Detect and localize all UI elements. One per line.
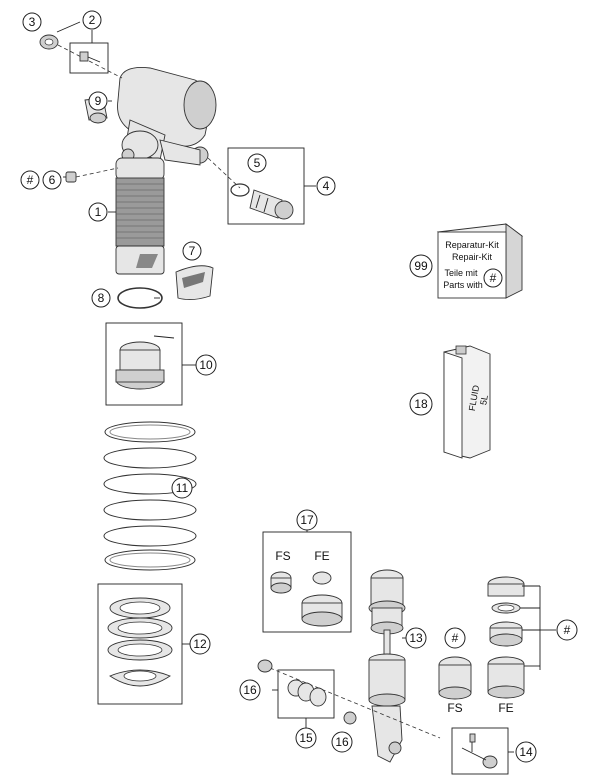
- svg-text:#: #: [564, 623, 571, 637]
- fe-top-label: FE: [314, 549, 329, 563]
- svg-text:11: 11: [176, 481, 189, 495]
- callout-hash-1: #: [20, 170, 40, 190]
- fs-bottom-label: FS: [447, 701, 462, 715]
- svg-text:8: 8: [98, 291, 105, 305]
- callout-15: 15: [295, 727, 317, 749]
- damper-rod-assembly: [368, 569, 406, 763]
- fs-top-cap: [270, 571, 292, 594]
- callout-99: 99: [409, 254, 433, 278]
- callout-10: 10: [195, 354, 217, 376]
- piston-part-5: [249, 189, 294, 220]
- callout-hash-3: #: [444, 627, 466, 649]
- fs-bottom-part: [438, 656, 472, 700]
- svg-text:#: #: [27, 173, 34, 187]
- svg-text:9: 9: [95, 94, 102, 108]
- svg-text:16: 16: [243, 683, 257, 697]
- fe-top-cap: [301, 571, 343, 627]
- svg-text:99: 99: [414, 259, 428, 273]
- callout-3: 3: [22, 12, 42, 32]
- bearing-part-15: [287, 679, 327, 707]
- callout-18: 18: [409, 392, 433, 416]
- fe-bottom-stack: [487, 576, 556, 699]
- callout-16-a: 16: [239, 679, 261, 701]
- cap-part-3: [39, 34, 59, 50]
- fluid-volume: 5L: [478, 394, 490, 406]
- callout-16-b: 16: [331, 731, 353, 753]
- svg-text:4: 4: [323, 179, 330, 193]
- callout-hash-4: #: [556, 619, 578, 641]
- callout-9: 9: [88, 91, 108, 111]
- callout-6: 6: [42, 170, 62, 190]
- callout-2: 2: [82, 10, 102, 30]
- svg-text:6: 6: [49, 173, 56, 187]
- svg-text:5: 5: [254, 156, 261, 170]
- valve-part-2: [69, 42, 109, 74]
- callout-13: 13: [405, 627, 427, 649]
- sticker-part-7: [175, 265, 214, 301]
- svg-text:14: 14: [519, 745, 533, 759]
- svg-text:#: #: [452, 631, 459, 645]
- svg-text:2: 2: [89, 13, 96, 27]
- callout-11: 11: [171, 477, 193, 499]
- callout-7: 7: [182, 241, 202, 261]
- svg-text:18: 18: [414, 397, 428, 411]
- fluid-can: [443, 345, 491, 459]
- svg-text:1: 1: [95, 205, 102, 219]
- kit-text-line4: Parts with: [443, 280, 483, 290]
- spring-part-11: [103, 421, 197, 571]
- callout-12: 12: [189, 633, 211, 655]
- kit-text-line3: Teile mit: [444, 268, 478, 278]
- svg-text:12: 12: [193, 637, 207, 651]
- bolt-part-6: [65, 171, 77, 183]
- svg-text:7: 7: [189, 244, 196, 258]
- callout-1: 1: [88, 202, 108, 222]
- reservoir-assembly: [117, 67, 217, 166]
- svg-text:17: 17: [300, 513, 314, 527]
- svg-text:15: 15: [299, 731, 313, 745]
- svg-text:#: #: [490, 271, 497, 285]
- svg-text:10: 10: [199, 358, 213, 372]
- svg-text:3: 3: [29, 15, 36, 29]
- kit-hash-callout: #: [483, 268, 503, 288]
- adjuster-part-10: [115, 335, 175, 390]
- kit-text-line1: Reparatur-Kit: [445, 240, 499, 250]
- callout-17: 17: [296, 509, 318, 531]
- callout-8: 8: [91, 288, 111, 308]
- callout-4: 4: [316, 176, 336, 196]
- bolt-part-14: [461, 733, 498, 769]
- callout-14: 14: [515, 741, 537, 763]
- box-part-10: [105, 322, 183, 406]
- fs-top-label: FS: [275, 549, 290, 563]
- kit-text-line2: Repair-Kit: [452, 252, 493, 262]
- snap-ring-part-8: [117, 287, 163, 309]
- spring-seat-part-12: [107, 597, 173, 687]
- svg-text:13: 13: [409, 631, 423, 645]
- callout-5: 5: [247, 153, 267, 173]
- fe-bottom-label: FE: [498, 701, 513, 715]
- box-part-14: [451, 727, 509, 775]
- svg-text:16: 16: [335, 735, 349, 749]
- shock-body: [115, 157, 165, 275]
- fluid-label: FLUID: [467, 384, 481, 412]
- leader-lines: [56, 21, 514, 753]
